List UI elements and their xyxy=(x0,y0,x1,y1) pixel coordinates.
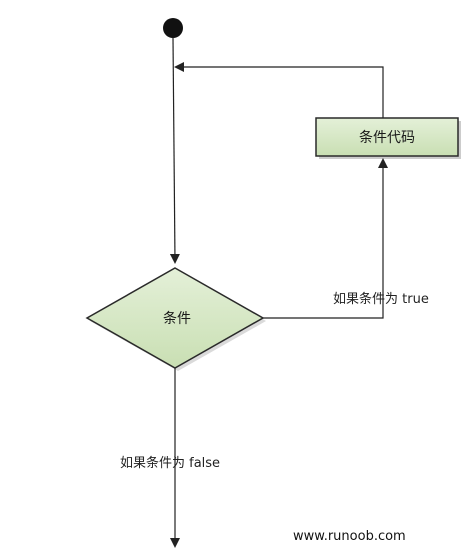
watermark-text: www.runoob.com xyxy=(293,529,406,544)
edge-start-to-decision xyxy=(169,37,180,264)
start-node xyxy=(163,18,183,38)
true-branch-label: 如果条件为 true xyxy=(333,292,429,307)
false-branch-label: 如果条件为 false xyxy=(120,456,221,471)
process-box-label: 条件代码 xyxy=(359,130,415,146)
decision-label: 条件 xyxy=(163,311,191,327)
process-box xyxy=(315,117,459,157)
edge-loop-back xyxy=(174,62,384,118)
edge-true-branch xyxy=(263,158,388,319)
